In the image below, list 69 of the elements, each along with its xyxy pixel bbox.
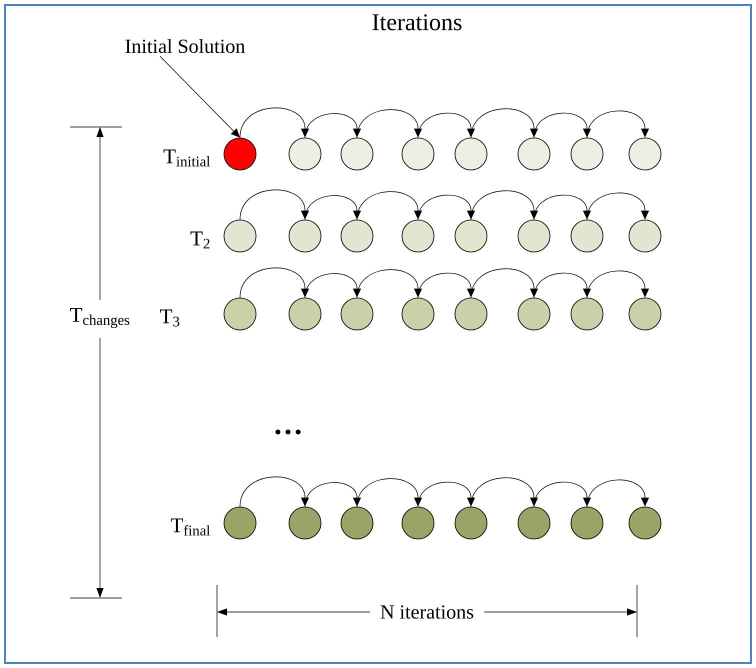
state-circle <box>402 506 434 540</box>
state-circle <box>340 506 374 540</box>
state-circle <box>224 298 256 330</box>
state-circle <box>628 298 662 330</box>
state-circle <box>518 220 550 252</box>
arrow <box>586 270 650 298</box>
arrow <box>356 191 422 220</box>
state-circle <box>570 506 604 540</box>
row-label: T$_{initial}$ <box>162 148 212 168</box>
arrow <box>418 482 476 507</box>
arrow <box>586 110 650 138</box>
row-label: T$_{2}$ <box>189 230 212 250</box>
state-circle <box>288 298 322 330</box>
row-label: T$_{3}$ <box>158 308 182 328</box>
arrow <box>470 478 538 507</box>
state-circle <box>402 138 434 170</box>
row-label: T$_{final}$ <box>170 517 212 537</box>
state-circle <box>288 506 322 540</box>
arrow <box>534 194 592 220</box>
arrow <box>240 108 310 138</box>
ellipsis: … <box>272 428 304 436</box>
arrow <box>534 272 592 298</box>
arrow <box>304 113 362 138</box>
dimension-label: T$_{changes}$ <box>68 306 132 330</box>
arrow <box>356 109 422 138</box>
state-circle <box>340 138 374 170</box>
dimension-label: N iterations <box>379 604 475 620</box>
arrow <box>418 272 476 298</box>
arrow <box>470 108 538 138</box>
arrow <box>586 480 650 507</box>
arrow <box>240 268 310 298</box>
arrow <box>304 273 362 298</box>
arrow <box>240 190 310 220</box>
state-circle <box>628 506 662 540</box>
state-circle <box>224 138 256 170</box>
state-circle <box>454 298 488 330</box>
state-circle <box>518 138 550 170</box>
arrow <box>470 190 538 220</box>
state-circle <box>288 220 322 252</box>
state-circle <box>340 298 374 330</box>
state-circle <box>454 506 488 540</box>
state-circle <box>570 298 604 330</box>
arrow <box>356 269 422 298</box>
state-circle <box>628 138 662 170</box>
arrow <box>240 476 310 507</box>
state-circle <box>224 220 256 252</box>
arrow <box>418 112 476 138</box>
arrow <box>534 112 592 138</box>
state-circle <box>288 138 322 170</box>
state-circle <box>570 220 604 252</box>
state-circle <box>224 506 256 540</box>
state-circle <box>518 298 550 330</box>
arrow <box>586 192 650 220</box>
arrow <box>534 482 592 507</box>
state-circle <box>402 298 434 330</box>
arrow <box>470 268 538 298</box>
arrow <box>356 478 422 507</box>
heading: Iterations <box>370 13 464 32</box>
state-circle <box>570 138 604 170</box>
arrow <box>304 482 362 507</box>
callout-label: Initial Solution <box>125 38 245 54</box>
state-circle <box>402 220 434 252</box>
state-circle <box>518 506 550 540</box>
state-circle <box>628 220 662 252</box>
arrow <box>304 195 362 220</box>
arrow <box>418 194 476 220</box>
state-circle <box>454 138 488 170</box>
state-circle <box>340 220 374 252</box>
state-circle <box>454 220 488 252</box>
